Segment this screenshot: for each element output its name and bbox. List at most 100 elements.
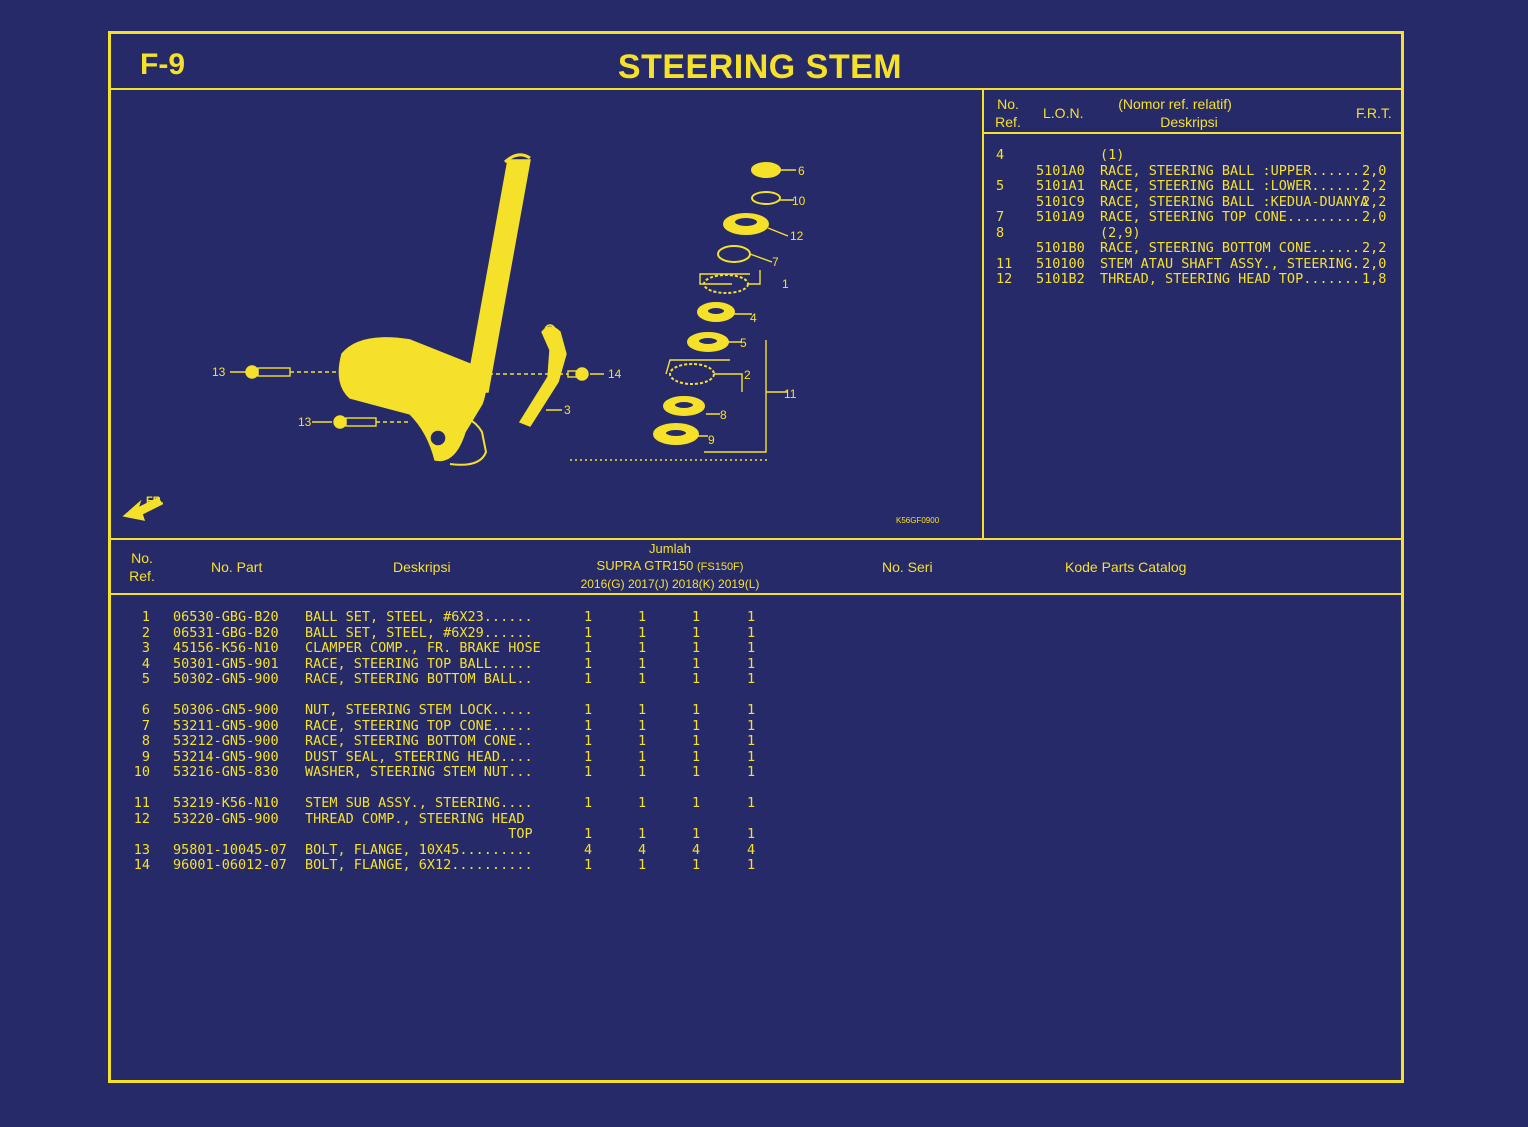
row-qty-3: 1 [747, 702, 756, 718]
row-ref: 3 [141, 640, 150, 656]
row-ref: 2 [141, 624, 150, 641]
row-qty-2: 1 [692, 609, 701, 625]
row-part-number: 53216-GN5-830 [173, 764, 279, 780]
ref-lon: 5101B0 [1036, 240, 1085, 256]
callout-13-upper: 13 [212, 365, 226, 379]
row-qty-3: 1 [747, 857, 756, 873]
ref-no: 7 [996, 209, 1005, 225]
ref-no: 11 [996, 255, 1013, 272]
row-qty-0: 1 [584, 624, 593, 641]
row-qty-0: 1 [584, 655, 593, 672]
ref-no: 5 [996, 178, 1005, 194]
callout-4: 4 [750, 311, 757, 325]
ref-frt: 2,2 [1362, 240, 1387, 256]
row-description: STEM SUB ASSY., STEERING.... [305, 795, 533, 811]
row-ref: 14 [133, 857, 150, 873]
row-qty-1: 1 [638, 795, 647, 811]
year-2019: 2019(L) [718, 577, 760, 591]
year-2016: 2016(G) [580, 577, 625, 591]
ref-col-frt: F.R.T. [1356, 105, 1392, 121]
row-part-number: 95801-10045-07 [173, 841, 287, 858]
callout-12: 12 [790, 229, 804, 243]
row-ref: 4 [141, 655, 150, 672]
row-description: RACE, STEERING TOP CONE..... [305, 717, 533, 734]
ref-frt: 2,2 [1362, 178, 1387, 194]
row-description: THREAD COMP., STEERING HEAD [305, 810, 525, 827]
row-qty-3: 1 [747, 795, 756, 811]
ref-no: 8 [996, 224, 1005, 241]
callout-11: 11 [784, 387, 797, 401]
ref-desc: STEM ATAU SHAFT ASSY., STEERING. [1100, 255, 1361, 272]
bolt-13-upper [245, 365, 291, 379]
ref-lon: 5101B2 [1036, 271, 1085, 287]
row-part-number: 53220-GN5-900 [173, 810, 279, 827]
front-label: FR. [146, 495, 164, 507]
row-qty-0: 1 [584, 671, 593, 687]
row-qty-3: 1 [747, 640, 756, 656]
row-ref: 6 [141, 702, 150, 718]
ref-col-lon: L.O.N. [1043, 105, 1084, 121]
row-qty-2: 1 [692, 748, 701, 765]
row-ref: 1 [141, 609, 150, 625]
row-qty-0: 1 [584, 702, 593, 718]
row-qty-0: 4 [584, 841, 593, 858]
row-qty-0: 1 [584, 640, 593, 656]
row-description: DUST SEAL, STEERING HEAD.... [305, 748, 533, 765]
row-ref: 8 [141, 733, 150, 749]
ref-no: 12 [996, 271, 1013, 287]
diagram-ref-divider [982, 89, 984, 538]
callout-10: 10 [792, 194, 806, 208]
ref-desc: THREAD, STEERING HEAD TOP....... [1100, 271, 1361, 287]
row-qty-0: 1 [584, 826, 593, 842]
ref-desc: RACE, STEERING BALL :KEDUA-DUANYA [1100, 193, 1369, 210]
callout-3: 3 [564, 403, 571, 417]
row-qty-3: 1 [747, 717, 756, 734]
row-part-number: 53219-K56-N10 [173, 795, 279, 811]
callout-14: 14 [608, 367, 622, 381]
row-qty-2: 4 [692, 841, 701, 858]
parts-col-desc: Deskripsi [393, 559, 451, 575]
row-qty-2: 1 [692, 733, 701, 749]
row-ref: 5 [141, 671, 150, 687]
row-qty-1: 1 [638, 764, 647, 780]
row-part-number: 53211-GN5-900 [173, 717, 279, 734]
callout-5: 5 [740, 336, 747, 350]
row-qty-0: 1 [584, 857, 593, 873]
row-qty-2: 1 [692, 717, 701, 734]
ref-lon: 510100 [1036, 255, 1085, 272]
row-qty-1: 1 [638, 717, 647, 734]
row-part-number: 50306-GN5-900 [173, 702, 279, 718]
row-description: WASHER, STEERING STEM NUT... [305, 764, 533, 780]
row-description: BOLT, FLANGE, 10X45......... [305, 841, 533, 858]
ref-no: 4 [996, 147, 1005, 163]
row-qty-1: 1 [638, 671, 647, 687]
parts-col-no: No.Ref. [129, 550, 155, 584]
row-part-number: 53212-GN5-900 [173, 733, 279, 749]
ref-desc: RACE, STEERING BALL :UPPER...... [1100, 162, 1361, 179]
year-2017: 2017(J) [627, 577, 669, 591]
row-part-number: 50301-GN5-901 [173, 655, 279, 672]
ref-lon: 5101A0 [1036, 162, 1085, 179]
row-description: RACE, STEERING TOP BALL..... [305, 655, 533, 672]
row-qty-3: 1 [747, 671, 756, 687]
diagram-code: K56GF0900 [896, 516, 940, 525]
ref-col-no: No.Ref. [995, 96, 1021, 130]
row-qty-1: 4 [638, 841, 647, 858]
table-header-divider [108, 593, 1404, 595]
row-qty-1: 1 [638, 640, 647, 656]
ref-lon: 5101C9 [1036, 193, 1085, 210]
row-ref: 11 [133, 795, 150, 811]
row-qty-3: 4 [747, 841, 756, 858]
row-qty-1: 1 [638, 624, 647, 641]
row-qty-1: 1 [638, 826, 647, 842]
ref-desc: (1) [1100, 147, 1125, 163]
row-qty-1: 1 [638, 609, 647, 625]
ref-lon: 5101A1 [1036, 178, 1085, 194]
row-description: TOP [305, 826, 533, 842]
ref-frt: 2,0 [1362, 162, 1387, 179]
row-qty-0: 1 [584, 733, 593, 749]
row-qty-3: 1 [747, 733, 756, 749]
row-qty-3: 1 [747, 655, 756, 672]
row-ref: 10 [133, 764, 150, 780]
row-qty-2: 1 [692, 640, 701, 656]
